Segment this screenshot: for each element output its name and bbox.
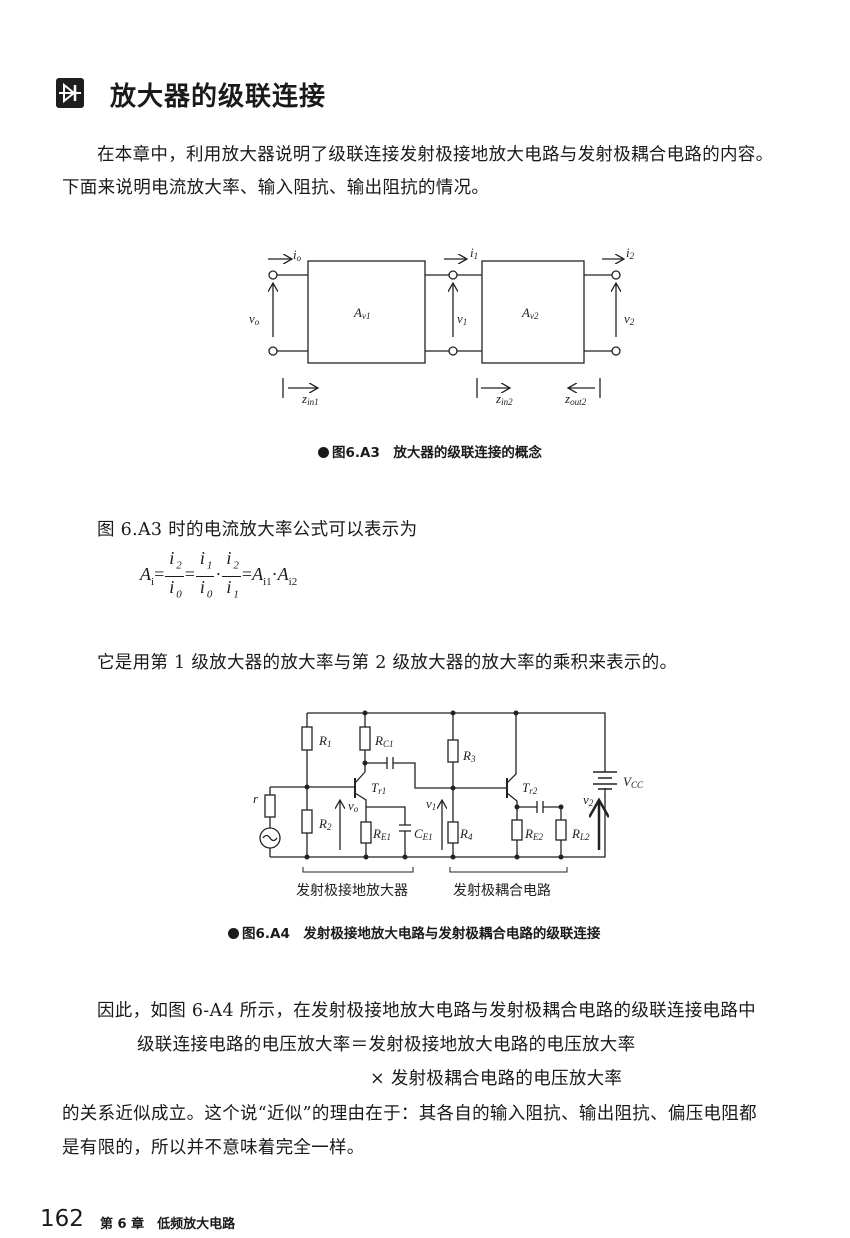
label-v2: v2 [624,311,635,327]
label-CE1: CE1 [414,826,433,842]
paragraph-text: 的关系近似成立。这个说“近似”的理由在于：其各自的输入阻抗、输出阻抗、偏压电阻都 [62,1104,757,1124]
label-v2: v2 [583,792,594,808]
label-zin2: zin2 [495,391,513,407]
label-io: io [293,247,302,263]
label-VCC: VCC [623,774,644,790]
label-Tr2: Tr2 [522,780,538,796]
label-vo: vo [348,798,359,814]
paragraph-text: 它是用第 1 级放大器的放大率与第 2 级放大器的放大率的乘积来表示的。 [97,653,678,673]
bracket-label-ce-amp: 发射极接地放大器 [296,882,408,899]
paragraph-text: × 发射极耦合电路的电压放大率 [370,1069,623,1089]
label-av2: Av2 [521,305,539,321]
page-number: 162 [40,1206,84,1232]
paragraph-text: 图 6.A3 时的电流放大率公式可以表示为 [97,520,418,540]
bracket-label-ec-circuit: 发射极耦合电路 [453,883,551,899]
label-R1: R1 [318,733,331,749]
chapter-footer: 第 6 章 低频放大电路 [100,1217,236,1232]
label-zout2: zout2 [564,391,587,407]
cascade-circuit-diagram: r R1 R2 RC1 RE1 CE1 R3 R4 RE2 RL2 Tr1 Tr… [253,710,644,899]
paragraph-text: 下面来说明电流放大率、输入阻抗、输出阻抗的情况。 [62,178,490,198]
label-RE2: RE2 [524,826,543,842]
paragraph-text: 级联连接电路的电压放大率＝发射极接地放大电路的电压放大率 [137,1035,636,1055]
label-v1: v1 [426,796,436,812]
label-i2: i2 [626,245,635,261]
label-vo: vo [249,311,260,327]
label-R2: R2 [318,816,332,832]
label-RC1: RC1 [374,733,393,749]
label-R3: R3 [462,748,476,764]
cascade-concept-diagram: io i1 i2 vo v1 v2 Av1 Av2 zin1 zin2 zout… [249,245,635,407]
label-RE1: RE1 [372,826,391,842]
label-R4: R4 [459,826,473,842]
section-title: 放大器的级联连接 [110,82,327,112]
paragraph-text: 在本章中，利用放大器说明了级联连接发射极接地放大电路与发射极耦合电路的内容。 [97,145,774,165]
paragraph-text: 因此，如图 6-A4 所示，在发射极接地放大电路与发射极耦合电路的级联连接电路中 [97,1001,756,1021]
label-zin1: zin1 [301,391,319,407]
label-Tr1: Tr1 [371,780,386,796]
figure-caption: 图6.A3 放大器的级联连接的概念 [318,441,542,461]
label-RL2: RL2 [571,826,590,842]
diode-icon [56,78,84,108]
label-av1: Av1 [353,305,370,321]
label-r: r [253,791,259,806]
label-i1: i1 [470,245,478,261]
figure-caption: 图6.A4 发射极接地放大电路与发射极耦合电路的级联连接 [228,922,600,942]
label-v1: v1 [457,311,467,327]
paragraph-text: 是有限的，所以并不意味着完全一样。 [62,1138,365,1158]
